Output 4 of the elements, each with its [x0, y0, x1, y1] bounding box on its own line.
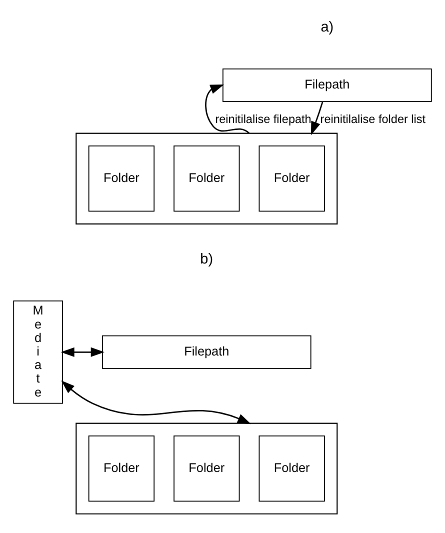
label: a) — [320, 20, 334, 36]
edge-label: reinitilalise folder list — [320, 112, 426, 126]
label: b) — [200, 252, 214, 268]
edge-label: reinitilalise filepath — [215, 112, 312, 126]
